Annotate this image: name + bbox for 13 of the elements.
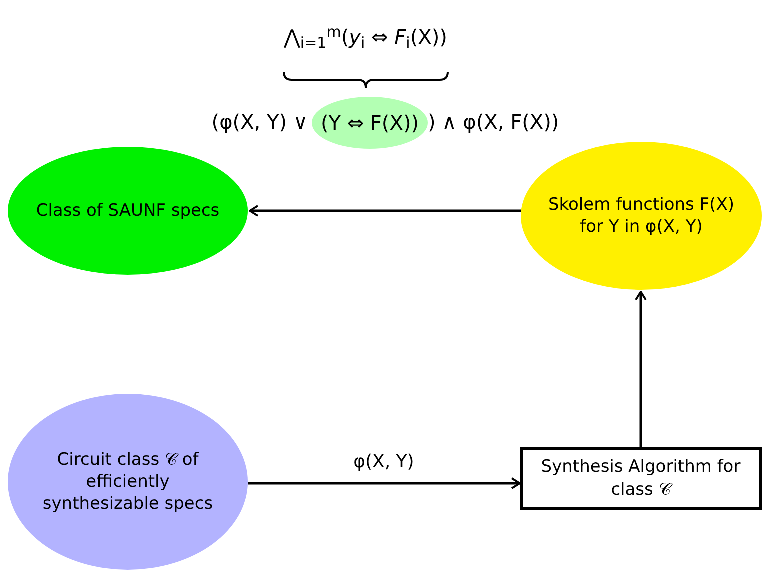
node-label: Circuit class 𝒞 of efficiently synthesizable specs [42, 448, 214, 516]
arrow [249, 205, 522, 217]
formula: ) ∧ φ(X, F(X)) [428, 109, 560, 136]
formula: (φ(X, Y) ∨ [212, 109, 308, 136]
process-box [520, 447, 762, 510]
formula: ⋀$_{i=1}$$^{m}$(y$_{i}$ ⇔ F$_{i}$(X)) [284, 22, 448, 52]
node-label: Class of SAUNF specs [36, 200, 220, 222]
node-label: Skolem functions F(X) for Y in φ(X, Y) [548, 194, 736, 238]
arrow [248, 478, 521, 490]
node-label: (Y ⇔ F(X)) [320, 110, 420, 136]
node-label: Synthesis Algorithm for class 𝒞 [540, 456, 742, 501]
edge-label: φ(X, Y) [354, 450, 414, 474]
arrow [635, 291, 647, 447]
